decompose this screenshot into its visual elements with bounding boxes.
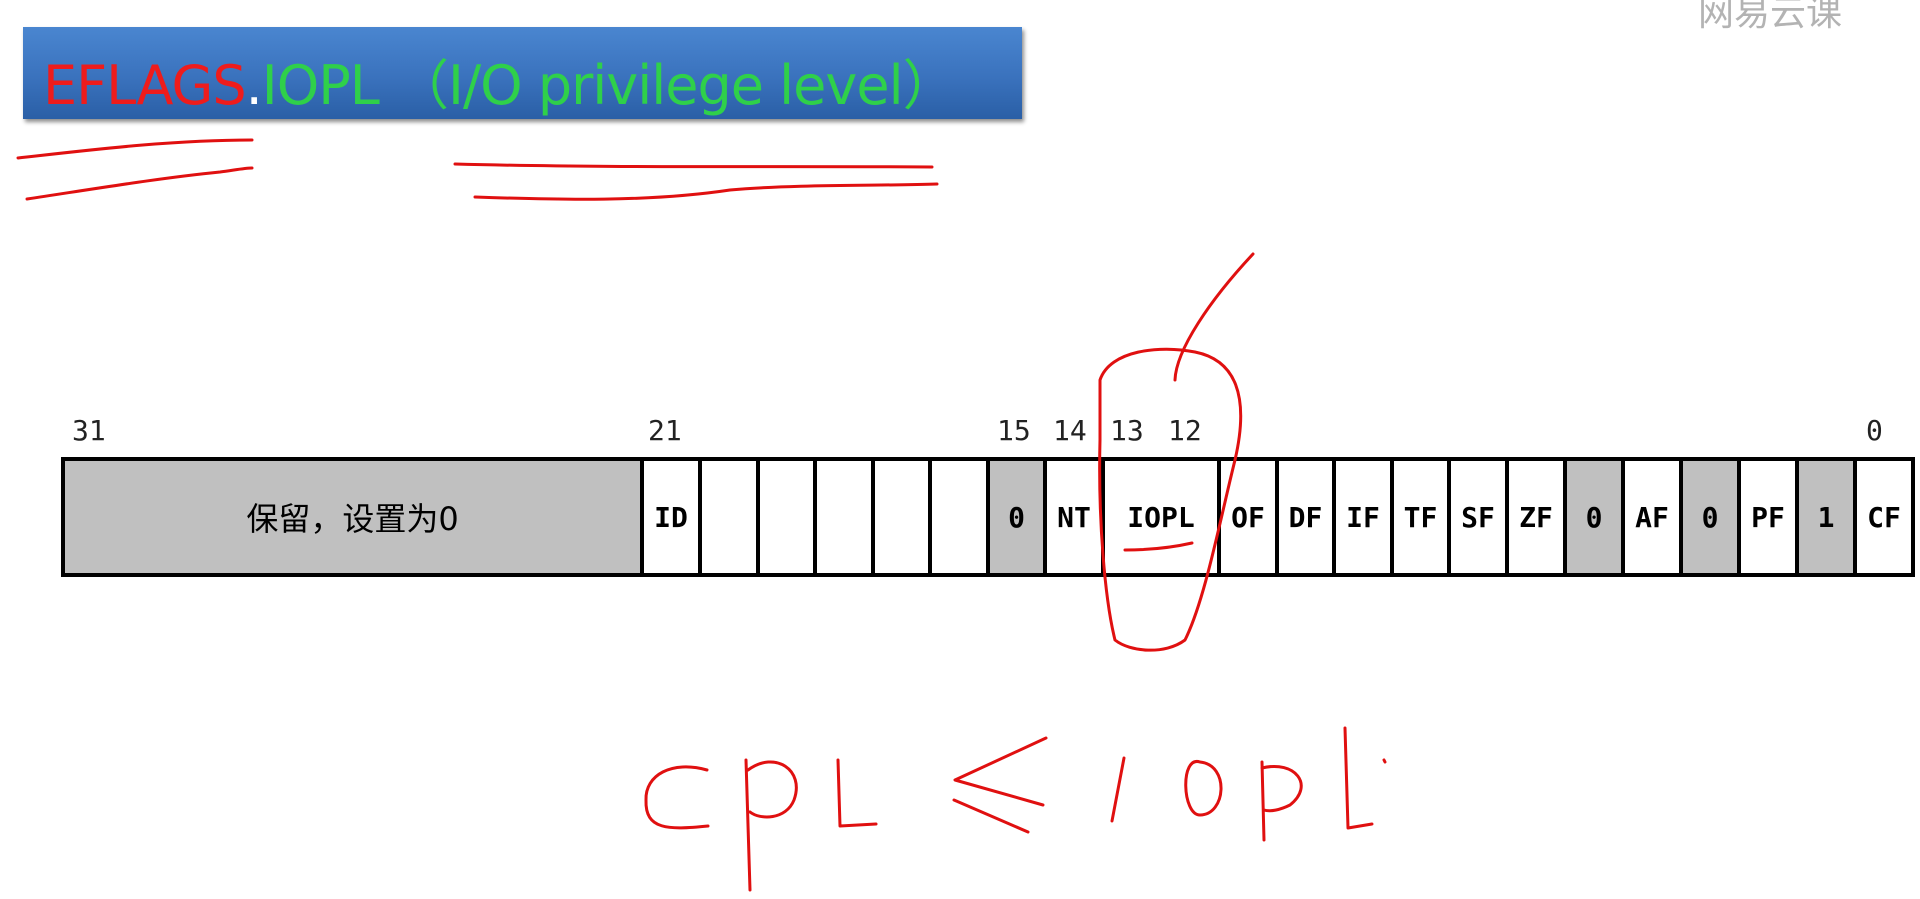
flag-cell-empty-4 (875, 461, 932, 573)
watermark-text: 网易云课 (1698, 0, 1843, 34)
flag-cell-empty-5 (932, 461, 990, 573)
bit-number-21: 21 (648, 414, 682, 447)
flag-cell-iopl-8: IOPL (1105, 461, 1221, 573)
flag-cell-empty-2 (760, 461, 817, 573)
ink-letter-c (644, 765, 710, 830)
bit-number-12: 12 (1168, 414, 1202, 447)
ink-underline-iopl-1 (453, 162, 934, 169)
flag-cell-0-6: 0 (990, 461, 1047, 573)
flag-cell-sf-13: SF (1451, 461, 1509, 573)
bit-number-0: 0 (1866, 414, 1883, 447)
bit-number-31: 31 (72, 414, 106, 447)
bit-number-15: 15 (997, 414, 1031, 447)
ink-letter-I (1110, 756, 1126, 823)
ink-letter-p (744, 758, 798, 892)
title-dot: . (245, 54, 263, 117)
flag-cell-of-9: OF (1221, 461, 1279, 573)
flag-cell-empty-1 (702, 461, 760, 573)
flag-cell-af-16: AF (1625, 461, 1683, 573)
ink-le-sign (952, 736, 1048, 834)
ink-letter-P (1260, 760, 1303, 842)
ink-underline-eflags-2 (25, 166, 254, 201)
title-banner: EFLAGS.IOPL （I/O privilege level） (23, 27, 1022, 119)
flag-cell-0-15: 0 (1567, 461, 1625, 573)
ink-arrow-line (1173, 252, 1255, 382)
ink-letter-L1 (836, 758, 878, 828)
flag-cell-empty-3 (817, 461, 875, 573)
flag-cell-cf-20: CF (1857, 461, 1915, 573)
flag-cell-id-0: ID (644, 461, 702, 573)
flag-cell-zf-14: ZF (1509, 461, 1567, 573)
ink-letter-O (1184, 760, 1223, 817)
flag-cell-tf-12: TF (1394, 461, 1451, 573)
flag-cell-0-17: 0 (1683, 461, 1741, 573)
slide-title: EFLAGS.IOPL （I/O privilege level） (43, 41, 957, 120)
flag-cell-nt-7: NT (1047, 461, 1105, 573)
title-eflags: EFLAGS (43, 54, 247, 117)
flag-cell-df-10: DF (1279, 461, 1336, 573)
ink-letter-L2 (1343, 726, 1387, 830)
flag-cell-pf-18: PF (1741, 461, 1799, 573)
bit-number-13: 13 (1110, 414, 1144, 447)
ink-underline-eflags-1 (16, 138, 254, 160)
flag-cell-1-19: 1 (1799, 461, 1857, 573)
flag-cell-if-11: IF (1336, 461, 1394, 573)
bit-number-14: 14 (1053, 414, 1087, 447)
title-iopl: IOPL （I/O privilege level） (261, 54, 957, 117)
reserved-field: 保留，设置为0 (65, 461, 644, 573)
ink-underline-iopl-2 (473, 182, 939, 201)
